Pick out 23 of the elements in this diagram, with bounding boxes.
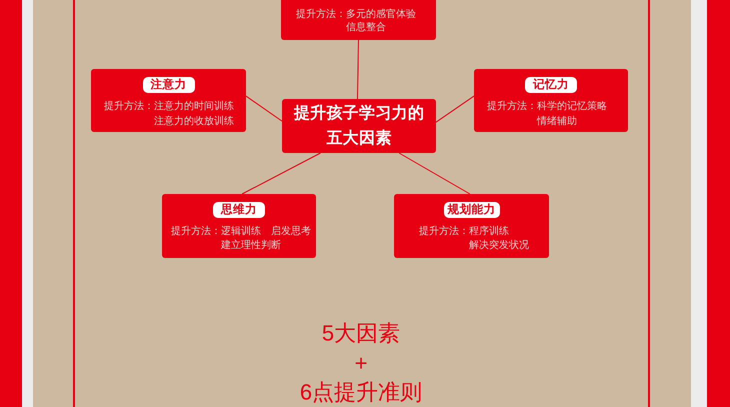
slogan-text: 6点提升准则 [300, 379, 422, 405]
topic-box [474, 69, 628, 132]
topic-box [394, 194, 549, 258]
heading-tag: 记忆力 [525, 77, 577, 93]
connector-line [242, 152, 321, 194]
plus-sign: + [354, 350, 368, 376]
connector-line [436, 96, 474, 123]
method-text: 提升方法：科学的记忆策略情绪辅助 [487, 100, 608, 128]
heading-tag: 思维力 [213, 202, 265, 218]
topic-box [162, 194, 316, 258]
slogan-text: 5大因素 [322, 320, 400, 346]
method-text: 提升方法：逻辑训练 启发思考建立理性判断 [171, 225, 312, 253]
connector-line [246, 96, 282, 122]
method-text: 提升方法：多元的感官体验信息整合 [296, 8, 417, 34]
connector-line [356, 40, 359, 100]
topic-box [91, 69, 246, 132]
topic-box [281, 0, 436, 40]
method-text: 提升方法：程序训练解决突发状况 [419, 225, 530, 253]
heading-tag: 注意力 [142, 77, 194, 93]
heading-tag: 规划能力 [444, 202, 500, 218]
method-text: 提升方法：注意力的时间训练注意力的收放训练 [104, 100, 235, 128]
central-topic-box: 提升孩子学习力的五大因素 [282, 99, 436, 153]
connector-line [398, 152, 470, 194]
